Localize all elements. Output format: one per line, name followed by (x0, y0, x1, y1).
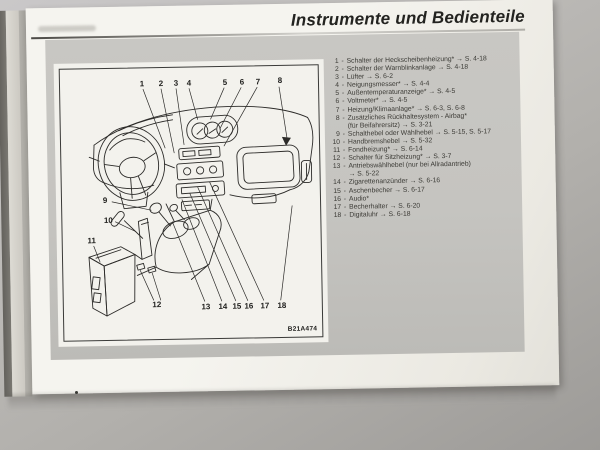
item-separator: - (342, 138, 346, 146)
item-number: 6 (335, 98, 340, 106)
callout-7: 7 (255, 77, 261, 87)
callout-1: 1 (139, 79, 145, 89)
item-separator: - (341, 82, 345, 90)
callout-10: 10 (103, 215, 113, 226)
figure-code: B21A474 (287, 325, 318, 333)
item-number: 5 (335, 90, 340, 98)
dust-speck (75, 391, 78, 394)
item-number: 3 (335, 74, 339, 82)
item-separator: - (342, 106, 345, 114)
item-separator: - (342, 146, 346, 154)
glovebox-airbag (236, 144, 301, 190)
item-separator: - (343, 187, 347, 195)
callout-16: 16 (244, 301, 254, 311)
item-number: 9 (336, 130, 340, 138)
callout-15: 15 (232, 301, 242, 311)
item-number: 16 (333, 195, 342, 203)
callout-12: 12 (152, 300, 162, 310)
faint-print-smudge (37, 25, 97, 33)
item-number: 10 (332, 138, 341, 146)
center-console (136, 198, 222, 280)
item-separator: - (343, 203, 347, 211)
callout-8: 8 (277, 75, 283, 85)
callout-6: 6 (239, 77, 245, 87)
content-panel: 1 2 3 4 5 6 7 8 9 10 11 12 13 14 15 16 1 (45, 31, 525, 360)
callout-11: 11 (87, 236, 97, 246)
callout-4: 4 (186, 78, 192, 88)
callout-leader-lines (93, 86, 293, 302)
item-number: 18 (333, 211, 342, 219)
item-number: 11 (333, 146, 341, 155)
item-number: 4 (335, 82, 340, 90)
center-stack (175, 145, 226, 212)
callout-3: 3 (173, 78, 179, 88)
callout-9: 9 (102, 195, 108, 206)
item-separator: - (343, 195, 347, 203)
item-number: 12 (332, 155, 341, 163)
callout-14: 14 (218, 301, 228, 312)
transfer-lever (169, 203, 185, 221)
page-title: Instrumente und Bedienteile (290, 6, 526, 30)
item-separator: - (342, 98, 345, 106)
gauge-pod (186, 114, 239, 145)
item-separator: - (341, 90, 345, 98)
item-separator: - (341, 57, 344, 65)
dashboard-figure: 1 2 3 4 5 6 7 8 9 10 11 12 13 14 15 16 1 (53, 59, 329, 347)
item-separator: - (341, 74, 345, 82)
item-separator: - (343, 154, 346, 162)
callout-2: 2 (158, 78, 164, 89)
dashboard-cowl (92, 105, 314, 199)
item-separator: - (343, 163, 346, 171)
callout-arrowhead (281, 136, 291, 146)
item-separator: - (342, 130, 346, 138)
rear-console (88, 246, 136, 317)
item-number: 7 (335, 106, 340, 114)
dashboard-figure-border: 1 2 3 4 5 6 7 8 9 10 11 12 13 14 15 16 1 (58, 64, 324, 342)
dashboard-line-art (88, 86, 314, 317)
item-separator: - (341, 65, 344, 73)
item-number: 14 (333, 179, 341, 187)
item-number: 13 (332, 163, 341, 171)
item-separator: - (343, 179, 346, 187)
shift-lever (149, 202, 171, 227)
item-number: 2 (334, 66, 339, 74)
handbrake-lever (110, 211, 144, 239)
callout-17: 17 (260, 301, 270, 311)
callout-5: 5 (222, 77, 228, 87)
manual-page: Instrumente und Bedienteile (25, 0, 560, 395)
callout-18: 18 (277, 300, 287, 311)
item-separator: - (344, 211, 347, 219)
book: Instrumente und Bedienteile (0, 0, 560, 397)
steering-column (88, 156, 175, 210)
steering-wheel (97, 126, 166, 201)
console-lid-open (134, 217, 153, 260)
item-number: 17 (333, 203, 342, 211)
legend-list: 1-Schalter der Heckscheibenheizung* → S.… (329, 54, 544, 220)
item-number: 8 (335, 114, 340, 122)
callout-13: 13 (201, 302, 211, 312)
item-separator: - (342, 114, 345, 122)
side-vent (251, 160, 313, 205)
item-number: 1 (334, 57, 339, 65)
item-number: 15 (333, 187, 341, 195)
